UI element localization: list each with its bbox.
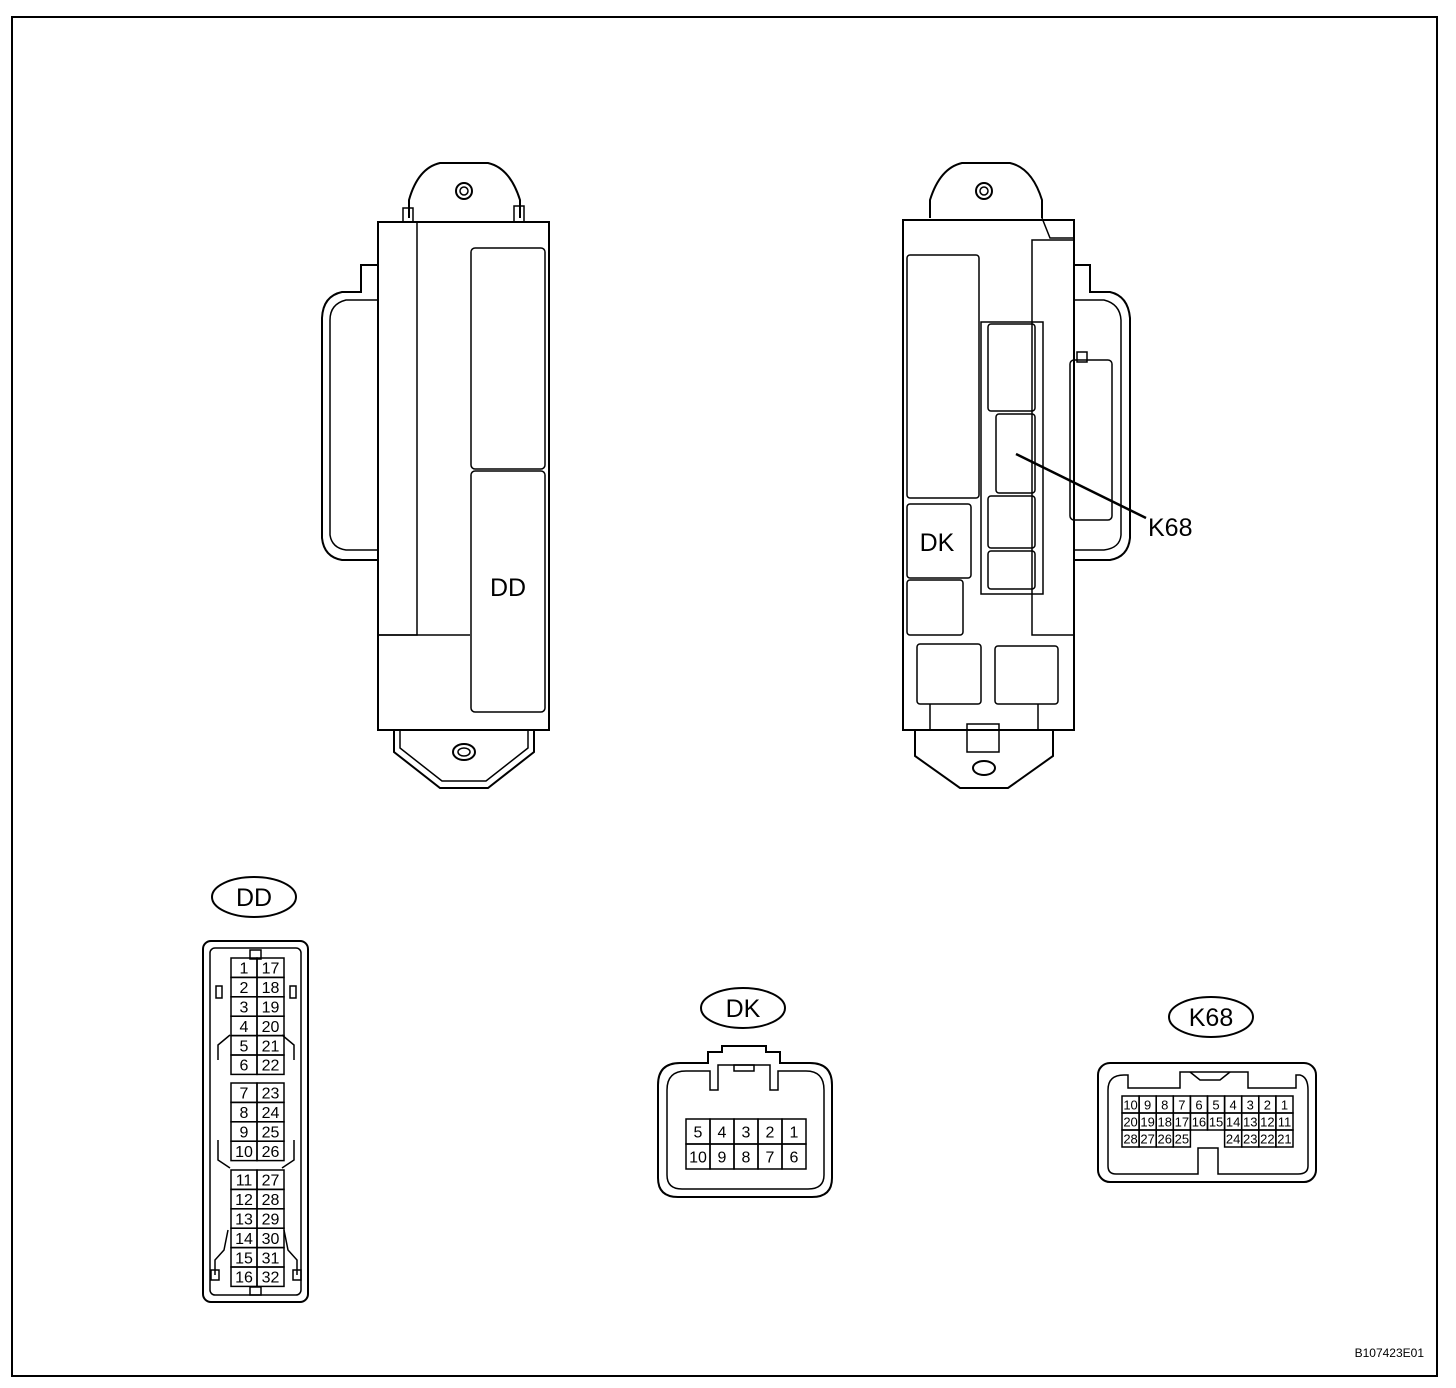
k68-pin-number: 14 [1226,1115,1240,1130]
dd-pin-number: 25 [262,1125,280,1142]
dd-pin-number: 18 [262,980,280,997]
dd-pin-cell [256,1266,285,1288]
dd-pin-number: 27 [262,1173,280,1190]
k68-pin-number: 24 [1226,1132,1240,1147]
dd-pin-number: 11 [236,1173,253,1190]
k68-pin-number: 7 [1178,1098,1185,1113]
dd-pin-number: 20 [262,1019,280,1036]
dk-pin-cell [781,1143,807,1170]
dd-pin-cell [256,1054,285,1076]
dd-pin-grid: 1 17 2 18 3 19 4 20 5 21 6 22 7 23 8 24 9 25 10 26 11 27 12 28 1… [230,957,285,1288]
dk-pin-number: 6 [790,1150,799,1167]
dk-pin-number: 10 [689,1150,707,1167]
k68-name-badge [1168,996,1254,1038]
k68-pin-number: 21 [1277,1132,1291,1147]
k68-pin-number: 8 [1161,1098,1168,1113]
k68-pin-number: 28 [1123,1132,1137,1147]
unit-b-dk-label: DK [920,529,955,557]
dd-pin-number: 3 [240,1000,249,1017]
k68-pin-number: 12 [1260,1115,1274,1130]
dd-pin-number: 7 [240,1086,249,1103]
dd-pin-number: 9 [240,1125,249,1142]
k68-pin-cell [1172,1129,1192,1148]
dd-pin-number: 16 [235,1270,253,1287]
dd-pin-number: 26 [262,1144,280,1161]
k68-pin-cell [1275,1129,1294,1148]
k68-pin-number: 10 [1123,1098,1137,1113]
dd-pin-cell [256,1140,285,1162]
k68-pin-number: 11 [1278,1115,1292,1130]
k68-pin-number: 13 [1243,1115,1257,1130]
dd-pin-number: 5 [240,1038,249,1055]
k68-pin-number: 9 [1144,1098,1151,1113]
unit-b-k68-label: K68 [1148,514,1192,542]
k68-pin-number: 3 [1247,1098,1254,1113]
dd-pin-number: 23 [262,1086,280,1103]
dd-pin-number: 2 [240,980,249,997]
k68-pin-number: 16 [1192,1115,1206,1130]
dk-pin-number: 3 [742,1125,751,1142]
dk-pin-number: 7 [766,1150,775,1167]
k68-pin-number: 1 [1281,1098,1288,1113]
dd-pin-number: 29 [262,1212,280,1229]
dd-pin-number: 22 [262,1058,280,1075]
k68-leader-line [1015,452,1147,520]
unit-a-dd-label: DD [490,574,526,602]
dd-pin-number: 32 [262,1270,280,1287]
figure-code: B107423E01 [1355,1346,1425,1360]
k68-pin-number: 5 [1212,1098,1219,1113]
dd-pin-number: 10 [235,1144,253,1161]
k68-pin-number: 20 [1123,1115,1137,1130]
k68-connector-name: K68 [1189,1004,1233,1032]
k68-pin-number: 2 [1264,1098,1271,1113]
k68-pin-number: 15 [1209,1115,1223,1130]
k68-pin-number: 17 [1175,1115,1189,1130]
dd-pin-number: 31 [262,1250,280,1267]
dk-pin-number: 1 [790,1125,799,1142]
dd-pin-number: 30 [262,1231,280,1248]
dd-connector-face: DD 1 17 2 18 3 19 4 20 5 21 6 22 7 23 8 24 9 25 10 26 11 27 12… [202,876,309,1303]
k68-pin-number: 23 [1243,1132,1257,1147]
dd-pin-number: 21 [262,1038,280,1055]
dd-pin-number: 8 [240,1105,249,1122]
dk-name-badge [700,987,786,1029]
k68-pin-number: 22 [1260,1132,1274,1147]
k68-pin-number: 4 [1230,1098,1237,1113]
k68-pin-number: 18 [1158,1115,1172,1130]
k68-pin-number: 6 [1195,1098,1202,1113]
ecu-unit-a: DD [321,162,550,789]
dd-pin-number: 17 [262,961,280,978]
ecu-unit-b: DK K68 [902,162,1192,789]
dd-pin-number: 4 [240,1019,249,1036]
dd-pin-number: 28 [262,1192,280,1209]
dk-pin-number: 2 [766,1125,775,1142]
dd-pin-number: 14 [235,1231,253,1248]
dk-pin-number: 8 [742,1150,751,1167]
dd-name-badge [211,876,297,918]
dd-pin-number: 1 [240,961,249,978]
dk-connector-name: DK [726,995,761,1023]
dk-pin-number: 4 [718,1125,727,1142]
dd-pin-number: 15 [235,1250,253,1267]
k68-pin-number: 25 [1175,1132,1189,1147]
k68-pin-number: 19 [1140,1115,1154,1130]
dk-pin-number: 9 [718,1150,727,1167]
dd-pin-number: 12 [235,1192,253,1209]
dd-pin-number: 6 [240,1058,249,1075]
dd-connector-name: DD [236,884,272,912]
dk-pin-number: 5 [694,1125,703,1142]
dd-pin-number: 13 [235,1212,253,1229]
k68-pin-number: 26 [1158,1132,1172,1147]
dd-pin-number: 19 [262,1000,280,1017]
dd-pin-number: 24 [262,1105,280,1122]
page-frame [11,16,1438,1377]
k68-pin-number: 27 [1140,1132,1154,1147]
